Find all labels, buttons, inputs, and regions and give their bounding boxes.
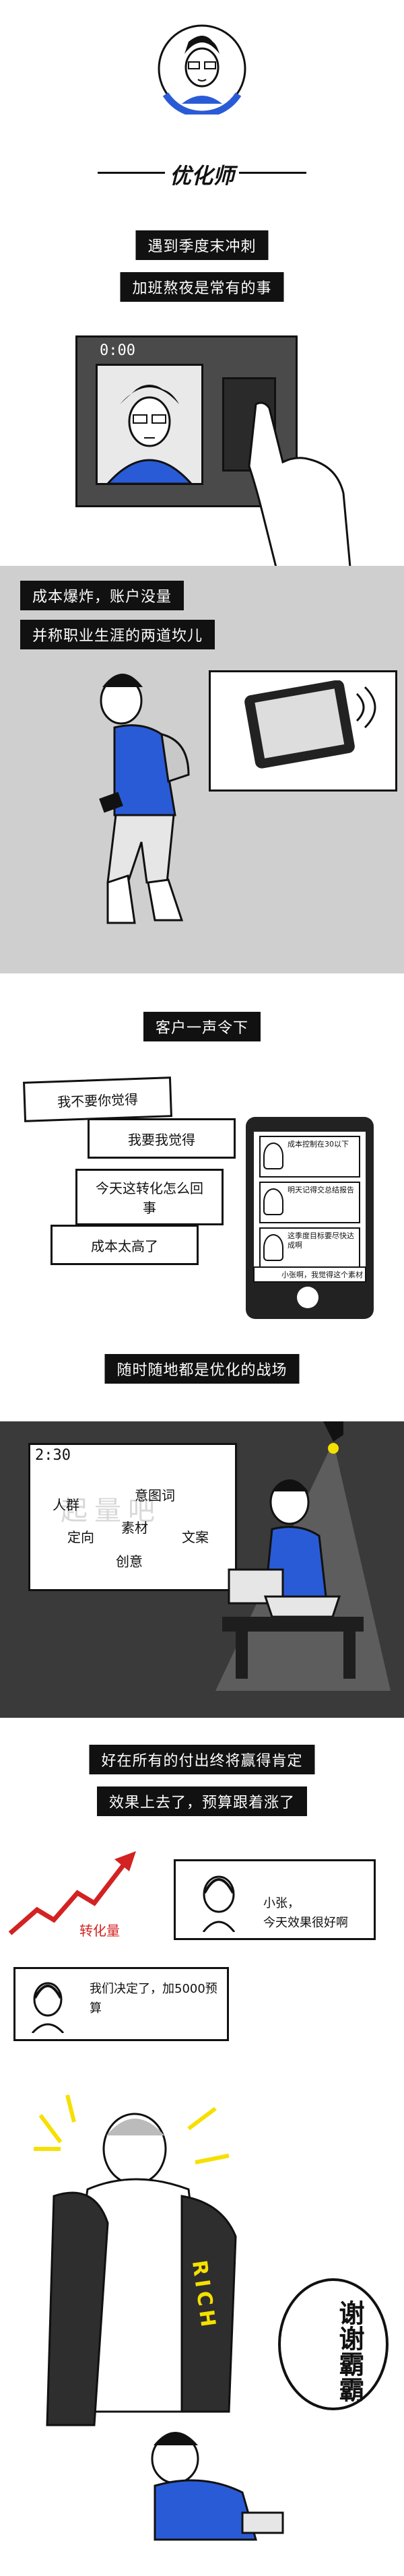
- machine-time: 0:00: [100, 342, 135, 359]
- thanks-text: 谢谢霸霸: [335, 2300, 364, 2402]
- word-crowd: 人群: [53, 1497, 79, 1513]
- hand-icon: [248, 401, 351, 569]
- watermark: 起量吧: [61, 1495, 162, 1526]
- thanks-bubble-shape: [278, 2278, 389, 2410]
- scene4-header: 随时随地都是优化的战场: [104, 1354, 300, 1384]
- phone-msg-1: 成本控制在30以下: [259, 1136, 360, 1178]
- card-1: 我不要你觉得: [23, 1076, 172, 1122]
- avatar-icon: [158, 24, 246, 115]
- card-4: 成本太高了: [50, 1225, 199, 1265]
- client-phone: 成本控制在30以下 明天记得交总结报告 这季度目标要尽快达成啊: [246, 1117, 374, 1319]
- scene2-line1: 成本爆炸，账户没量: [20, 581, 184, 610]
- title-rule-left: [98, 172, 165, 174]
- phone-msg-4: 小张啊，我觉得这个素材: [253, 1266, 366, 1283]
- rich-boss-icon: [34, 2094, 237, 2426]
- worker-on-bench-icon: [222, 1479, 364, 1679]
- word-intent: 意图词: [135, 1487, 175, 1504]
- scene1-line2: 加班熬夜是常有的事: [120, 272, 284, 302]
- boss-headset-icon-2: [31, 1982, 65, 2033]
- phone-in-hand-icon: [244, 680, 376, 769]
- phone-msg-3: 这季度目标要尽快达成啊: [259, 1227, 360, 1269]
- walking-worker-icon: [99, 674, 190, 924]
- avatar: [263, 1142, 283, 1169]
- boss-bubble-1-text: 小张， 今天效果很好啊: [263, 1896, 348, 1930]
- scene4-time: 2:30: [35, 1447, 71, 1464]
- card-2: 我要我觉得: [88, 1118, 236, 1159]
- scene5-line1: 好在所有的付出终将赢得肯定: [89, 1745, 315, 1774]
- scene3-header: 客户一声令下: [143, 1012, 261, 1041]
- scene5-line2: 效果上去了，预算跟着涨了: [96, 1786, 308, 1816]
- page-title: 优化师: [169, 163, 234, 189]
- word-copy: 文案: [182, 1529, 209, 1545]
- boss-headset-icon: [202, 1875, 236, 1932]
- phone-home-button: [297, 1287, 318, 1308]
- scene2-line2: 并称职业生涯的两道坎儿: [20, 620, 215, 649]
- word-targeting: 定向: [67, 1529, 94, 1545]
- thought-screen: [28, 1443, 237, 1591]
- scene1-line1: 遇到季度末冲刺: [135, 230, 269, 260]
- word-creative: 创意: [116, 1553, 143, 1570]
- card-3: 今天这转化怎么回事: [75, 1169, 224, 1225]
- avatar: [263, 1234, 283, 1261]
- boss-bubble-2-text: 我们决定了，加5000预算: [90, 1982, 217, 2016]
- word-material: 素材: [121, 1520, 148, 1536]
- client-phone-screen: 成本控制在30以下 明天记得交总结报告 这季度目标要尽快达成啊: [254, 1132, 366, 1279]
- worker-face-icon: [106, 385, 193, 484]
- phone-msg-2: 明天记得交总结报告: [259, 1182, 360, 1223]
- avatar: [263, 1188, 283, 1215]
- hugging-worker-icon: [151, 2432, 284, 2541]
- arrow-label: 转化量: [79, 1923, 120, 1939]
- growth-arrow-icon: [8, 1851, 136, 1935]
- title-rule-right: [239, 172, 306, 174]
